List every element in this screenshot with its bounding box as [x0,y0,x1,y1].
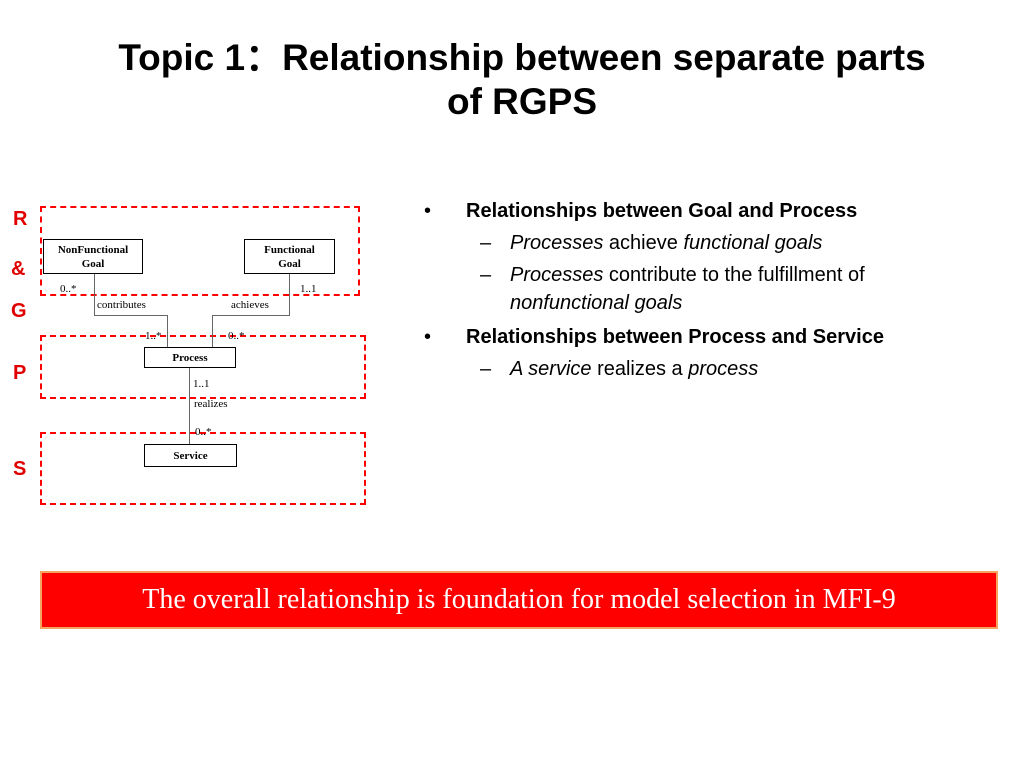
service-label: Service [173,449,208,462]
label-g: G [11,300,27,322]
slide-title: Topic 1：Relationship between separate pa… [40,36,1004,124]
sub-text-italic: Processes [510,232,604,254]
mult-nf: 0..* [60,283,77,295]
s-region-box [40,432,366,505]
nonfunctional-line-2: Goal [81,257,105,270]
title-line-1: Topic 1：Relationship between separate pa… [118,37,926,78]
bullet-list: • Relationships between Goal and Process… [424,197,984,387]
dash-mark: – [480,358,492,380]
bullet-goal-process: • Relationships between Goal and Process… [424,197,984,317]
title-line-2: of RGPS [446,81,598,122]
label-s: S [13,458,27,480]
bullet-process-service: • Relationships between Process and Serv… [424,323,984,383]
dash-mark: – [480,264,492,286]
sub-text-italic: Processes [510,264,604,286]
label-amp: & [11,258,26,280]
sub-text: achieve [603,232,684,254]
functional-line-1: Functional [264,243,315,256]
wire-contrib-down [167,315,168,347]
p-region-box [40,335,366,399]
dash-mark: – [480,232,492,254]
mult-f: 1..1 [300,283,317,295]
mult-p-bottom: 1..1 [193,378,210,390]
sub-bullet: – A service realizes a process [424,355,980,383]
service-box: Service [144,444,237,467]
wire-contrib-h [94,315,168,316]
sub-text-italic: process [688,358,759,380]
functional-goal-box: Functional Goal [244,239,335,274]
sub-text-italic: A service [510,358,592,380]
wire-f-down [289,274,290,316]
rg-region-box [40,206,360,296]
realizes-label: realizes [194,398,228,410]
mult-s-top: 0..* [195,426,212,438]
nonfunctional-goal-box: NonFunctional Goal [43,239,143,274]
wire-nf-down [94,274,95,316]
bullet-mark: • [424,326,432,348]
achieves-label: achieves [231,299,269,311]
nonfunctional-line-1: NonFunctional [57,243,129,256]
functional-line-2: Goal [278,257,301,270]
wire-achieve-h [212,315,290,316]
process-label: Process [172,351,208,364]
bullet-mark: • [424,200,432,222]
wire-achieve-down [212,315,213,347]
bullet-heading: Relationships between Goal and Process [466,200,858,222]
sub-text-italic: functional goals [683,232,823,254]
wire-realize [189,368,190,444]
process-box: Process [144,347,236,368]
label-r: R [13,208,28,230]
contributes-label: contributes [97,299,146,311]
banner-text: The overall relationship is foundation f… [142,584,896,615]
sub-bullet: – Processes contribute to the fulfillmen… [424,261,980,317]
bullet-heading: Relationships between Process and Servic… [466,326,884,348]
mult-p-right: 0..* [228,330,245,342]
sub-text: contribute to the fulfillment of [603,264,865,286]
label-p: P [13,362,27,384]
sub-text-italic: nonfunctional goals [510,292,683,314]
sub-bullet: – Processes achieve functional goals [424,229,980,257]
foundation-banner: The overall relationship is foundation f… [40,571,998,629]
mult-p-left: 1..* [145,330,162,342]
sub-text: realizes a [591,358,689,380]
